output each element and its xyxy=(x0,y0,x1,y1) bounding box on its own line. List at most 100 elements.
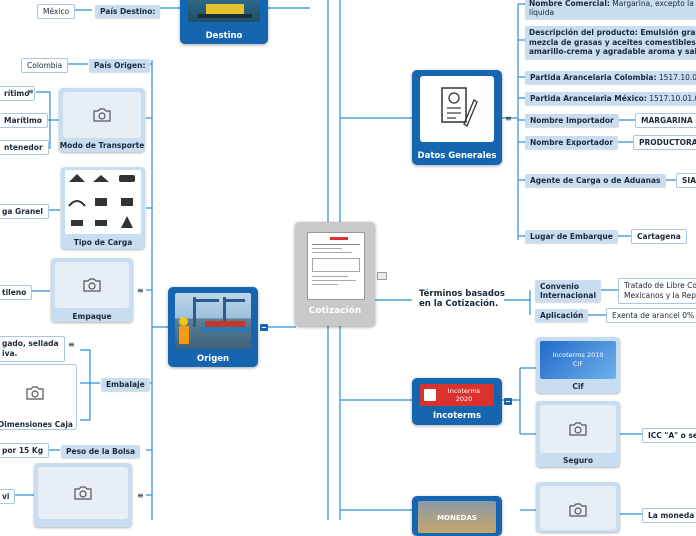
descripcion-line-2: mezcla de grasas y aceites comestibles d… xyxy=(529,38,696,48)
pais-origen-tag[interactable]: País Origen: xyxy=(89,59,150,72)
menu-icon[interactable]: ≡ xyxy=(68,340,75,349)
incoterms-node[interactable]: Incoterms 2020 Incoterms xyxy=(412,378,502,425)
origen-extra-image-node[interactable] xyxy=(34,463,132,527)
convenio-value[interactable]: Tratado de Libre Com Mexicanos y la Repu xyxy=(618,278,696,304)
camera-icon xyxy=(568,421,588,437)
origen-node[interactable]: Origen xyxy=(168,287,258,367)
nombre-comercial-tag[interactable]: Nombre Comercial: Margarina, excepto la … xyxy=(525,0,696,19)
partida-mexico-tag[interactable]: Partida Arancelaria México: 1517.10.01.0… xyxy=(525,92,696,105)
convenio-internacional-tag[interactable]: Convenio Internacional xyxy=(535,280,601,302)
central-note-icon[interactable] xyxy=(377,272,387,280)
terminos-line-1: Términos basados xyxy=(414,289,506,299)
descripcion-line-3: amarillo-crema y agradable aroma y sabor xyxy=(529,47,696,57)
terminos-line-2: en la Cotización. xyxy=(414,299,506,309)
monedas-image-label: MONEDAS xyxy=(437,514,477,522)
seguro-placeholder xyxy=(540,405,616,453)
tipo-carga-item[interactable]: ga Granel xyxy=(0,204,49,219)
monedas-node[interactable]: MONEDAS xyxy=(412,496,502,536)
document-contract-image xyxy=(420,76,494,142)
descripcion-line-1: Descripción del producto: Emulsión grasa… xyxy=(529,28,696,38)
nombre-importador-tag[interactable]: Nombre Importador xyxy=(525,114,619,127)
seguro-label: Seguro xyxy=(536,456,620,465)
origen-collapse-icon[interactable] xyxy=(260,324,268,331)
nombre-importador-value[interactable]: MARGARINA L xyxy=(635,113,696,128)
origen-extra-item[interactable]: vi xyxy=(0,489,15,504)
monedas-image: MONEDAS xyxy=(418,501,496,533)
convenio-tag-line-1: Convenio xyxy=(540,282,596,291)
datos-generales-node[interactable]: Datos Generales xyxy=(412,70,502,165)
empaque-label: Empaque xyxy=(51,312,133,321)
peso-bolsa-tag[interactable]: Peso de la Bolsa xyxy=(61,445,140,458)
nombre-exportador-tag[interactable]: Nombre Exportador xyxy=(525,136,618,149)
pais-origen-value[interactable]: Colombia xyxy=(21,58,68,73)
incoterms-collapse-icon[interactable] xyxy=(504,398,512,405)
empaque-node[interactable]: Empaque xyxy=(51,258,133,322)
origen-node-label: Origen xyxy=(168,354,258,364)
empaque-item[interactable]: tileno xyxy=(0,285,32,300)
aplicacion-value[interactable]: Exenta de arancel 0% xyxy=(606,308,696,323)
cif-image: Incoterms 2010 CIF xyxy=(540,341,616,379)
embalaje-item[interactable]: gado, sellada iva. xyxy=(0,336,65,362)
menu-icon[interactable]: ≡ xyxy=(27,87,34,96)
descripcion-producto-tag[interactable]: Descripción del producto: Emulsión grasa… xyxy=(525,26,696,59)
origen-port-image xyxy=(175,293,251,349)
monedas-detail-node[interactable] xyxy=(536,482,620,532)
camera-icon xyxy=(73,485,93,501)
modo-transporte-label: Modo de Transporte xyxy=(59,141,145,150)
menu-icon[interactable]: ≡ xyxy=(505,114,512,123)
nombre-comercial-key: Nombre Comercial: xyxy=(529,0,610,8)
empaque-placeholder xyxy=(55,262,129,308)
destino-node[interactable]: Destino xyxy=(180,0,268,44)
partida-mexico-key: Partida Arancelaria México: xyxy=(530,94,647,103)
incoterms-badge-flag-icon xyxy=(424,389,436,401)
pais-destino-value[interactable]: México xyxy=(37,4,75,19)
partida-mexico-value: 1517.10.01.00 xyxy=(647,94,696,103)
destino-port-image xyxy=(188,0,260,22)
cif-image-line-2: CIF xyxy=(540,360,616,369)
embalaje-tag[interactable]: Embalaje xyxy=(101,378,150,391)
seguro-node[interactable]: Seguro xyxy=(536,401,620,467)
menu-icon[interactable]: ≡ xyxy=(137,491,144,500)
partida-colombia-key: Partida Arancelaria Colombia: xyxy=(530,73,656,82)
camera-icon xyxy=(568,502,588,518)
agente-carga-tag[interactable]: Agente de Carga o de Aduanas xyxy=(525,174,666,187)
menu-icon[interactable]: ≡ xyxy=(137,286,144,295)
aplicacion-tag[interactable]: Aplicación xyxy=(535,309,588,322)
modo-transporte-node[interactable]: Modo de Transporte xyxy=(59,88,145,152)
central-node[interactable]: Cotización xyxy=(295,222,375,326)
partida-colombia-tag[interactable]: Partida Arancelaria Colombia: 1517.10.00… xyxy=(525,71,696,84)
lugar-embarque-value[interactable]: Cartagena xyxy=(631,229,687,244)
monedas-value[interactable]: La moneda n xyxy=(642,508,696,523)
monedas-detail-placeholder xyxy=(540,486,616,530)
cif-node[interactable]: Incoterms 2010 CIF Cif xyxy=(536,337,620,393)
tipo-carga-cargo-icons-image xyxy=(65,170,141,234)
terminos-node[interactable]: Términos basados en la Cotización. xyxy=(414,289,506,309)
incoterms-badge: Incoterms 2020 xyxy=(420,384,494,406)
peso-bolsa-item[interactable]: por 15 Kg xyxy=(0,443,49,458)
quotation-document-image xyxy=(307,232,365,300)
camera-icon xyxy=(25,385,45,401)
lugar-embarque-tag[interactable]: Lugar de Embarque xyxy=(525,230,618,243)
dimensiones-caja-label: Dimensiones Caja xyxy=(0,420,76,429)
dimensiones-caja-node[interactable]: Dimensiones Caja xyxy=(0,364,77,430)
partida-colombia-value: 1517.10.00.0 xyxy=(656,73,696,82)
origen-extra-placeholder xyxy=(38,467,128,519)
central-node-label: Cotización xyxy=(295,306,375,316)
cif-image-line-1: Incoterms 2010 xyxy=(540,351,616,360)
nombre-comercial-value: Margarina, excepto la xyxy=(610,0,694,8)
seguro-value[interactable]: ICC "A" o seg xyxy=(642,428,696,443)
tipo-carga-label: Tipo de Carga xyxy=(61,238,145,247)
agente-carga-value[interactable]: SIAF xyxy=(676,173,696,188)
modo-transporte-placeholder xyxy=(63,92,141,138)
convenio-tag-line-2: Internacional xyxy=(540,291,596,300)
incoterms-label: Incoterms xyxy=(412,411,502,421)
embalaje-item-line2: iva. xyxy=(2,349,59,359)
camera-icon xyxy=(92,107,112,123)
datos-generales-label: Datos Generales xyxy=(412,151,502,161)
nombre-comercial-value-2: líquida xyxy=(529,8,554,17)
pais-destino-tag[interactable]: País Destino: xyxy=(95,5,160,18)
tipo-carga-node[interactable]: Tipo de Carga xyxy=(61,167,145,249)
modo-transporte-item-3[interactable]: ntenedor xyxy=(0,140,49,155)
nombre-exportador-value[interactable]: PRODUCTORA S xyxy=(633,135,696,150)
modo-transporte-item-2[interactable]: Marítimo xyxy=(0,113,48,128)
